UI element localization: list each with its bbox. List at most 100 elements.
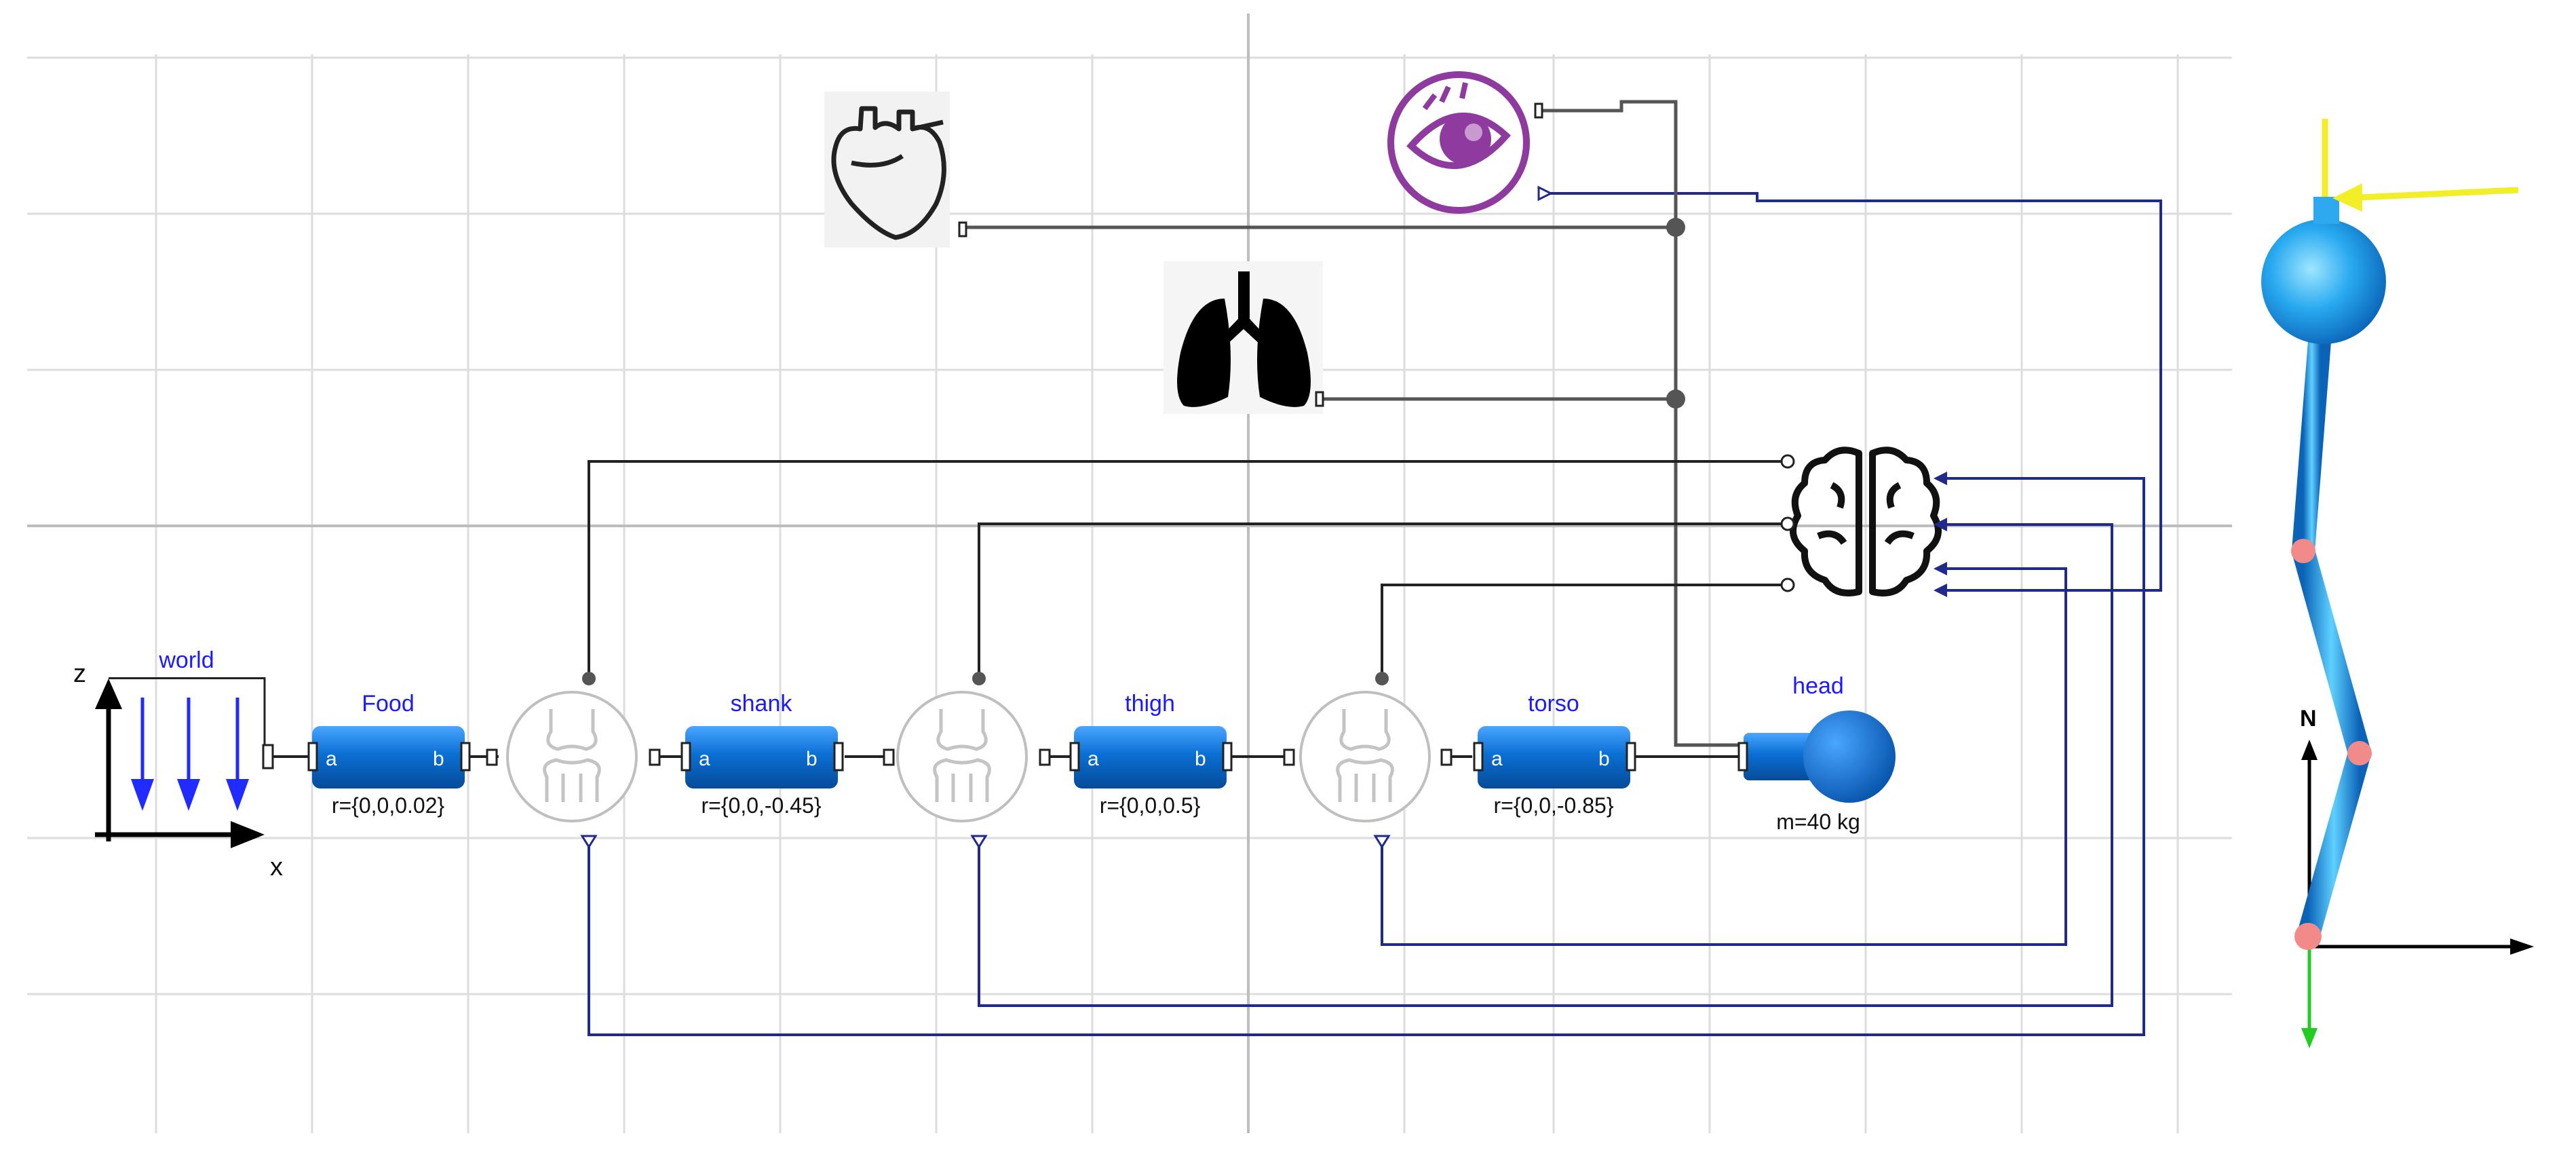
head-component[interactable]: head m=40 kg bbox=[1737, 673, 1896, 834]
world-axis-z-label: z bbox=[73, 660, 86, 688]
joint-signal-input[interactable] bbox=[970, 835, 988, 849]
port-b-label: b bbox=[1195, 748, 1206, 770]
body-shank[interactable]: shank a b r={0,0,-0.45} bbox=[649, 691, 895, 818]
knee-joint-icon bbox=[933, 709, 991, 802]
body-shape bbox=[685, 726, 838, 788]
grid-axes bbox=[27, 14, 2232, 1133]
body-food[interactable]: Food a b r={0,0,0.02} bbox=[307, 691, 498, 818]
joint-hip[interactable] bbox=[1299, 672, 1431, 849]
brain-output-port[interactable] bbox=[1780, 454, 1795, 469]
brain-component[interactable] bbox=[1780, 446, 1947, 597]
signal-connections bbox=[588, 192, 2162, 1036]
joint-signal-input[interactable] bbox=[1373, 835, 1391, 849]
joint-input-port[interactable] bbox=[972, 672, 986, 685]
sensor-arrowhead bbox=[2332, 183, 2362, 212]
lungs-icon bbox=[1177, 271, 1311, 407]
head-sphere-3d bbox=[2261, 219, 2386, 344]
body-param-label: r={0,0,0.02} bbox=[332, 793, 445, 818]
world-z-arrowhead bbox=[95, 679, 122, 709]
frame-port[interactable] bbox=[649, 748, 661, 766]
port-b-label: b bbox=[433, 748, 444, 770]
junction-dot bbox=[1666, 218, 1685, 237]
head-frame-port[interactable] bbox=[1737, 742, 1748, 772]
world-x-arrowhead bbox=[231, 821, 265, 848]
frame-port[interactable] bbox=[486, 748, 498, 766]
brain-icon bbox=[1790, 446, 1942, 596]
joint-housing bbox=[506, 691, 638, 822]
frame-port[interactable] bbox=[1283, 748, 1295, 766]
world-component[interactable]: world z x bbox=[73, 647, 283, 881]
gravity-arrows bbox=[140, 698, 239, 787]
body-shape bbox=[1074, 726, 1227, 788]
frame-port[interactable] bbox=[1039, 748, 1051, 766]
joint-signal-input[interactable] bbox=[580, 835, 598, 849]
skeleton-limbs bbox=[2292, 321, 2371, 948]
joint-knee[interactable] bbox=[896, 672, 1028, 849]
head-param-label: m=40 kg bbox=[1776, 810, 1860, 834]
body-param-label: r={0,0,-0.85} bbox=[1493, 793, 1613, 818]
nerve-connections bbox=[963, 100, 1744, 747]
brain-output-port[interactable] bbox=[1780, 516, 1795, 531]
knee-joint-icon bbox=[1336, 709, 1394, 802]
brain-output-port[interactable] bbox=[1780, 577, 1795, 592]
body-thigh[interactable]: thigh a b r={0,0,0.5} bbox=[1039, 691, 1295, 818]
head-neck-shape bbox=[1744, 733, 1818, 780]
brain-signal-inputs[interactable] bbox=[1934, 472, 1947, 597]
knee-joint-marker bbox=[2347, 741, 2372, 765]
body-param-label: r={0,0,0.5} bbox=[1100, 793, 1201, 818]
port-a-label: a bbox=[326, 748, 337, 770]
body-name-label: thigh bbox=[1125, 691, 1175, 717]
grid bbox=[27, 54, 2232, 1133]
body-shape bbox=[312, 726, 465, 788]
lungs-output-port[interactable] bbox=[1315, 391, 1324, 407]
junction-dot bbox=[1666, 390, 1685, 408]
animation-3d-view: N bbox=[2261, 119, 2534, 1048]
heart-icon-bg bbox=[824, 92, 950, 248]
body-torso[interactable]: torso a b r={0,0,-0.85} bbox=[1440, 691, 1636, 818]
frame-port[interactable] bbox=[1440, 748, 1453, 766]
body-name-label: shank bbox=[731, 691, 793, 717]
joint-input-port[interactable] bbox=[582, 672, 596, 685]
gravity-arrowheads bbox=[131, 779, 249, 811]
port-b-label: b bbox=[806, 748, 818, 770]
heart-component[interactable] bbox=[824, 92, 967, 248]
eye-component[interactable] bbox=[1387, 71, 1554, 214]
port-a-label: a bbox=[1088, 748, 1099, 770]
port-b[interactable] bbox=[1222, 742, 1233, 772]
world-label: world bbox=[158, 647, 214, 673]
port-a[interactable] bbox=[307, 742, 318, 772]
port-b[interactable] bbox=[460, 742, 471, 772]
joint-housing bbox=[1299, 691, 1431, 822]
z-axis-arrowhead bbox=[2301, 740, 2318, 760]
port-b-label: b bbox=[1598, 748, 1610, 770]
heart-output-port[interactable] bbox=[958, 221, 967, 238]
hip-joint-marker bbox=[2291, 539, 2315, 563]
sensor-arrow-horizontal bbox=[2343, 187, 2519, 202]
port-a[interactable] bbox=[1473, 742, 1484, 772]
world-axis-x-label: x bbox=[270, 853, 283, 881]
heart-icon bbox=[831, 106, 946, 240]
port-a-label: a bbox=[1491, 748, 1503, 770]
eye-icon bbox=[1406, 82, 1511, 170]
port-b[interactable] bbox=[833, 742, 844, 772]
body-name-label: Food bbox=[362, 691, 415, 717]
eye-signal-input[interactable] bbox=[1537, 185, 1554, 202]
neck-block bbox=[2313, 197, 2339, 224]
y-axis-green-arrowhead bbox=[2301, 1028, 2318, 1048]
port-a[interactable] bbox=[680, 742, 691, 772]
head-name-label: head bbox=[1792, 673, 1844, 699]
world-frame-port[interactable] bbox=[262, 744, 274, 770]
joint-ankle[interactable] bbox=[506, 672, 638, 849]
brain-nerve-connections bbox=[588, 460, 1784, 677]
port-a-label: a bbox=[699, 748, 710, 770]
joint-housing bbox=[896, 691, 1028, 822]
port-b[interactable] bbox=[1626, 742, 1636, 772]
axis-label-n: N bbox=[2300, 706, 2317, 732]
eye-output-port[interactable] bbox=[1534, 102, 1543, 119]
joint-input-port[interactable] bbox=[1375, 672, 1389, 685]
lungs-component[interactable] bbox=[1164, 261, 1324, 414]
port-a[interactable] bbox=[1069, 742, 1080, 772]
frame-port[interactable] bbox=[883, 748, 895, 766]
x-axis-arrowhead bbox=[2510, 938, 2534, 955]
